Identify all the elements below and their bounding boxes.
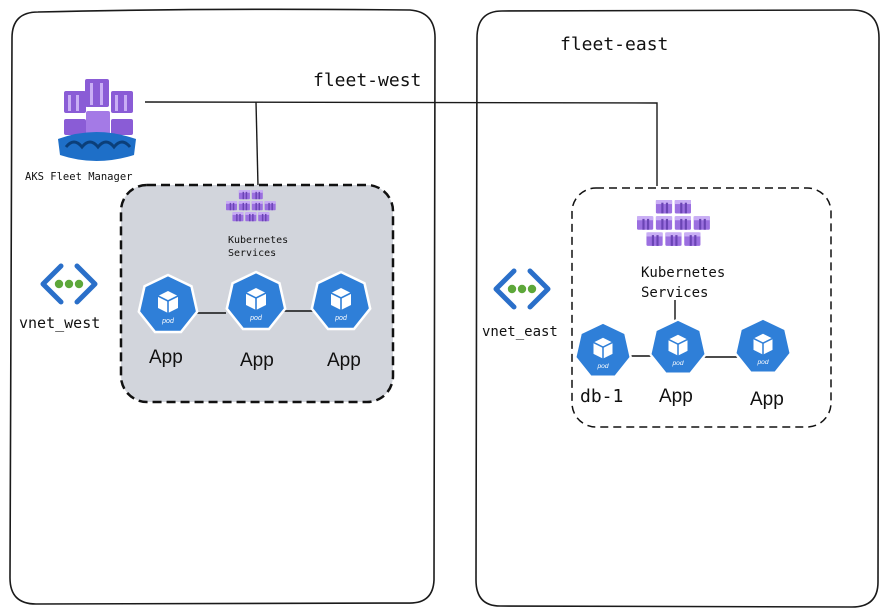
west-services-label-line2: Services [228,248,276,259]
pod-icon: pod [310,270,372,331]
pod-icon: pod [649,318,707,375]
svg-text:pod: pod [671,360,683,367]
west-pod-label: App [240,350,274,371]
fleet-manager-connector-line [144,101,658,186]
east-pod-label: App [750,389,784,410]
svg-text:pod: pod [161,318,175,325]
east-service-boundary [571,187,832,428]
fleet-east-cluster-box [475,9,880,608]
pod-icon: pod [734,317,792,374]
fleet-east-label: fleet-east [560,34,668,55]
aks-fleet-manager-icon [58,79,136,161]
west-services-label-line1: Kubernetes [228,235,288,246]
svg-text:pod: pod [756,359,768,366]
pod-icon: pod [225,270,287,331]
fleet-west-cluster-box [9,8,436,605]
aks-fleet-manager-label: AKS Fleet Manager [25,171,132,183]
west-pod-label: App [149,347,183,368]
east-services-label-line1: Kubernetes [641,265,725,281]
vnet-icon [43,266,95,302]
fleet-west-label: fleet-west [313,70,421,91]
west-pod-label: App [327,350,361,371]
svg-text:pod: pod [334,315,348,322]
vnet-west-label: vnet_west [19,314,100,332]
fleet-west-connector-line [255,101,259,187]
pod-icon: pod [137,273,199,334]
svg-text:pod: pod [249,315,263,322]
kubernetes-services-icon [637,200,710,246]
east-services-label-line2: Services [641,285,708,301]
vnet-icon [496,271,548,307]
east-pod-label: App [659,386,693,407]
vnet-east-label: vnet_east [482,324,558,340]
east-pod-label: db-1 [580,386,623,407]
svg-text:pod: pod [596,363,608,370]
pod-icon: pod [574,321,632,378]
